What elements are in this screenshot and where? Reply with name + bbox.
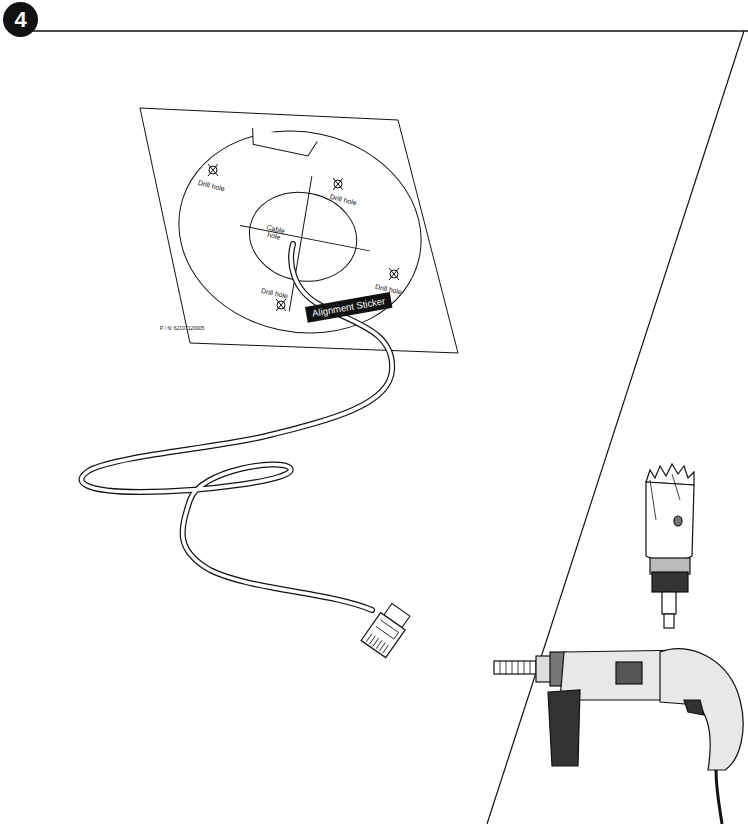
rj45-plug	[361, 601, 413, 658]
drill-hole-label: Drill hole	[197, 179, 225, 192]
cable-hole-label: Cable hole	[259, 222, 291, 243]
callout-number: 4	[3, 2, 38, 37]
wall-corner	[487, 31, 744, 824]
template-disc	[160, 109, 440, 355]
drill-hole-label: Drill hole	[329, 193, 357, 206]
power-drill	[494, 649, 743, 824]
network-cable	[82, 244, 393, 610]
step-number: 4	[14, 9, 26, 31]
sticker-title: Alignment Sticker	[305, 292, 392, 323]
sticker-label: Alignment Sticker	[311, 296, 386, 318]
header-rule	[30, 30, 748, 32]
part-number: P / N: 62107120005	[160, 326, 204, 331]
drill-hole-label: Drill hole	[261, 287, 289, 300]
hole-saw	[646, 464, 694, 628]
